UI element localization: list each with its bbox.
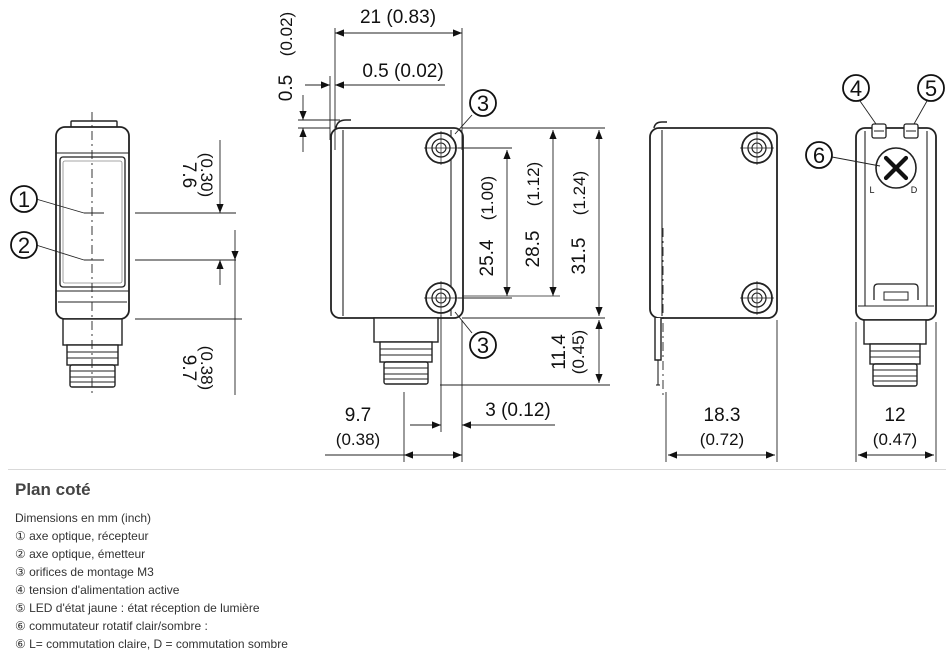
legend-section: Plan coté Dimensions en mm (inch) ① axe … bbox=[15, 480, 915, 653]
callout-3-top: 3 bbox=[454, 89, 497, 135]
dim-3-label: 3 (0.12) bbox=[485, 400, 550, 421]
dim-21-label: 21 (0.83) bbox=[360, 7, 436, 28]
dim-12-mm: 12 bbox=[884, 405, 905, 426]
dim-9-7-vertical bbox=[135, 230, 242, 395]
callout-1-number: 1 bbox=[18, 187, 30, 212]
dim-0-5-horizontal-label: 0.5 (0.02) bbox=[362, 61, 443, 82]
dim-28-5-mm: 28.5 bbox=[523, 231, 544, 268]
dim-9-7-vertical-inch: (0.38) bbox=[197, 346, 216, 390]
callout-4-number: 4 bbox=[850, 76, 862, 101]
dim-21 bbox=[334, 28, 463, 150]
callout-3-top-number: 3 bbox=[477, 91, 489, 116]
dim-0-5-vertical-mm: 0.5 bbox=[276, 75, 297, 101]
dim-7-6-mm: 7.6 bbox=[178, 162, 199, 188]
dim-9-7-horizontal-inch: (0.38) bbox=[336, 430, 380, 449]
dim-7-6 bbox=[135, 140, 236, 285]
legend-line-units: Dimensions en mm (inch) bbox=[15, 511, 152, 525]
callout-1: 1 bbox=[10, 185, 38, 213]
dim-25-4-inch: (1.00) bbox=[478, 176, 497, 220]
side-view bbox=[330, 119, 464, 385]
rotary-switch bbox=[875, 147, 917, 189]
mounting-hole-bottom bbox=[424, 281, 458, 315]
dim-11-4-inch: (0.45) bbox=[569, 330, 588, 374]
dim-18-3-mm: 18.3 bbox=[704, 405, 741, 426]
callout-5: 5 bbox=[913, 74, 945, 125]
dim-28-5-inch: (1.12) bbox=[524, 162, 543, 206]
rear-view bbox=[649, 121, 778, 398]
switch-label-dark: D bbox=[911, 185, 918, 195]
legend-line-4: ④ tension d'alimentation active bbox=[15, 583, 180, 597]
dim-12-inch: (0.47) bbox=[873, 430, 917, 449]
dim-12 bbox=[855, 322, 937, 462]
callout-6: 6 bbox=[805, 141, 881, 169]
dim-25-4-mm: 25.4 bbox=[477, 239, 498, 276]
dim-31-5-inch: (1.24) bbox=[570, 171, 589, 215]
legend-line-6b: ⑥ L= commutation claire, D = commutation… bbox=[15, 637, 288, 651]
dim-7-6-inch: (0.30) bbox=[197, 153, 216, 197]
front-view bbox=[35, 112, 130, 395]
dim-18-3 bbox=[665, 320, 778, 462]
callout-6-number: 6 bbox=[813, 143, 825, 168]
rear-hole-top bbox=[740, 131, 774, 165]
dim-9-7-vertical-mm: 9.7 bbox=[178, 355, 199, 381]
callout-3-bottom: 3 bbox=[454, 311, 497, 359]
dim-0-5-vertical-inch: (0.02) bbox=[277, 12, 296, 56]
dim-11-4-mm: 11.4 bbox=[549, 334, 570, 370]
legend-line-1: ① axe optique, récepteur bbox=[15, 529, 149, 543]
callout-2-number: 2 bbox=[18, 233, 30, 258]
legend-line-2: ② axe optique, émetteur bbox=[15, 547, 146, 561]
legend-line-3: ③ orifices de montage M3 bbox=[15, 565, 154, 579]
dim-9-7-horizontal-mm: 9.7 bbox=[345, 405, 371, 426]
callout-2: 2 bbox=[10, 231, 38, 259]
dim-18-3-inch: (0.72) bbox=[700, 430, 744, 449]
legend-line-5: ⑤ LED d'état jaune : état réception de l… bbox=[15, 601, 260, 615]
dim-0-5-vertical bbox=[298, 95, 340, 152]
dim-31-5-mm: 31.5 bbox=[569, 238, 590, 275]
callout-5-number: 5 bbox=[925, 76, 937, 101]
dim-9-7-horizontal bbox=[325, 320, 463, 462]
switch-label-light: L bbox=[869, 185, 874, 195]
section-title: Plan coté bbox=[15, 480, 91, 499]
legend-line-6: ⑥ commutateur rotatif clair/sombre : bbox=[15, 619, 208, 633]
top-view bbox=[855, 123, 937, 387]
dimension-drawing: 1 2 7.6 (0.30) 9.7 (0.38) bbox=[10, 7, 945, 462]
dim-vertical-stack bbox=[440, 127, 610, 386]
dim-3 bbox=[410, 315, 555, 432]
mounting-hole-top bbox=[424, 131, 458, 165]
callout-3-bottom-number: 3 bbox=[477, 333, 489, 358]
callout-4: 4 bbox=[842, 74, 877, 125]
dim-0-5-horizontal bbox=[305, 76, 445, 140]
rear-hole-bottom bbox=[740, 281, 774, 315]
section-divider bbox=[8, 469, 946, 470]
